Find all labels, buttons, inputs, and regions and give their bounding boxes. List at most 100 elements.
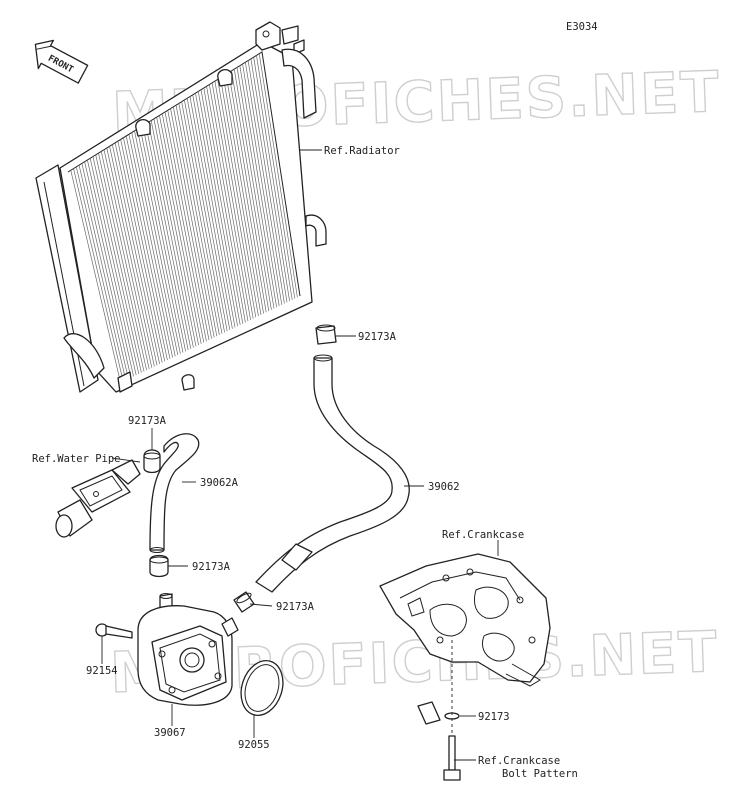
callout-bolt-92154: 92154 [86,665,118,677]
radiator-fin [200,89,244,324]
radiator-fin [100,151,150,369]
leader-lines [101,149,499,761]
radiator-fin [139,127,186,352]
radiator-fin [106,147,155,367]
bolt-92154 [95,623,133,639]
oring-92055 [240,660,284,716]
radiator-fin [70,170,121,383]
radiator-fin [222,75,264,314]
diagram-code: E3034 [566,21,598,33]
clamp-left-top [143,449,161,474]
callout-oring-92055: 92055 [238,739,270,751]
radiator-fin [256,55,296,299]
radiator-fin [203,87,246,323]
radiator-fin [236,67,277,308]
radiator-fin [211,82,254,319]
radiator-fin [84,161,134,377]
radiator-fin [242,63,283,305]
radiator-fin [220,77,262,315]
radiator-fin [208,84,251,320]
radiator-fin [148,122,194,348]
radiator-fin [250,58,290,302]
radiator-fin [159,115,205,343]
radiator-fin [206,86,249,322]
radiator-fin [258,53,298,298]
radiator-fin [117,141,166,362]
radiator-fin [178,103,223,334]
radiator-fin [172,106,218,337]
radiator-fin [95,154,145,372]
washer-92173 [417,701,460,725]
callout-hose-39062a: 39062A [200,477,239,489]
hose-39062a [149,433,200,553]
radiator-fin [87,159,137,376]
callout-ref-radiator: Ref.Radiator [324,145,400,157]
callout-ref-crankcase-bolt-2: Bolt Pattern [502,768,578,780]
radiator-fin [145,123,192,349]
callout-washer-92173: 92173 [478,711,510,723]
callout-clamp-left-bottom: 92173A [192,561,231,573]
radiator-fin [164,111,210,341]
water-pipe [55,459,141,538]
radiator-fin [175,105,220,336]
radiator-fin [228,72,270,312]
clamp-upper [315,324,337,345]
crankcase [379,553,551,687]
radiator-fin [125,135,173,358]
radiator-fin [114,142,163,363]
radiator-fin [134,130,181,354]
radiator-fin [214,81,257,318]
radiator-fin [231,70,272,310]
radiator-fin [89,158,140,375]
radiator-fin [153,118,199,346]
radiator-fin [245,62,285,304]
radiator-fin [233,69,275,309]
callout-clamp-left-top: 92173A [128,415,167,427]
callout-clamp-upper: 92173A [358,331,397,343]
radiator-fin [239,65,280,307]
callout-ref-crankcase: Ref.Crankcase [442,529,524,541]
radiator-fin [92,156,142,373]
radiator [35,21,327,393]
radiator-fin [184,99,228,332]
radiator-fin [156,117,202,344]
radiator-fin [195,93,238,327]
oil-cooler [137,593,239,706]
radiator-fins [70,53,298,383]
radiator-fin [217,79,259,317]
radiator-fin [253,57,293,300]
radiator-fin [128,134,176,357]
radiator-fin [189,96,233,329]
callout-cooler-39067: 39067 [154,727,186,739]
radiator-fin [197,91,241,325]
radiator-fin [161,113,207,342]
radiator-fin [75,166,127,381]
radiator-fin [167,110,212,339]
clamp-left-bottom [149,554,169,578]
radiator-fin [120,139,168,361]
radiator-fin [109,146,158,366]
radiator-fin [225,74,267,313]
radiator-fin [123,137,171,359]
callout-hose-39062: 39062 [428,481,460,493]
radiator-fin [103,149,153,368]
radiator-fin [98,153,147,371]
radiator-fin [170,108,215,338]
radiator-fin [150,120,197,347]
radiator-fin [131,132,179,356]
radiator-fin [142,125,189,351]
radiator-fin [181,101,225,333]
crankcase-bolt [443,735,461,781]
radiator-fin [112,144,160,364]
clamp-right-bottom [233,591,255,613]
radiator-fin [136,129,184,353]
callout-ref-water-pipe: Ref.Water Pipe [32,453,121,465]
radiator-fin [186,98,231,331]
radiator-fin [247,60,288,303]
radiator-fin [81,163,132,378]
callout-ref-crankcase-bolt-1: Ref.Crankcase [478,755,560,767]
hose-39062 [255,354,410,593]
radiator-fin [192,94,236,328]
callout-clamp-right-bottom: 92173A [276,601,315,613]
